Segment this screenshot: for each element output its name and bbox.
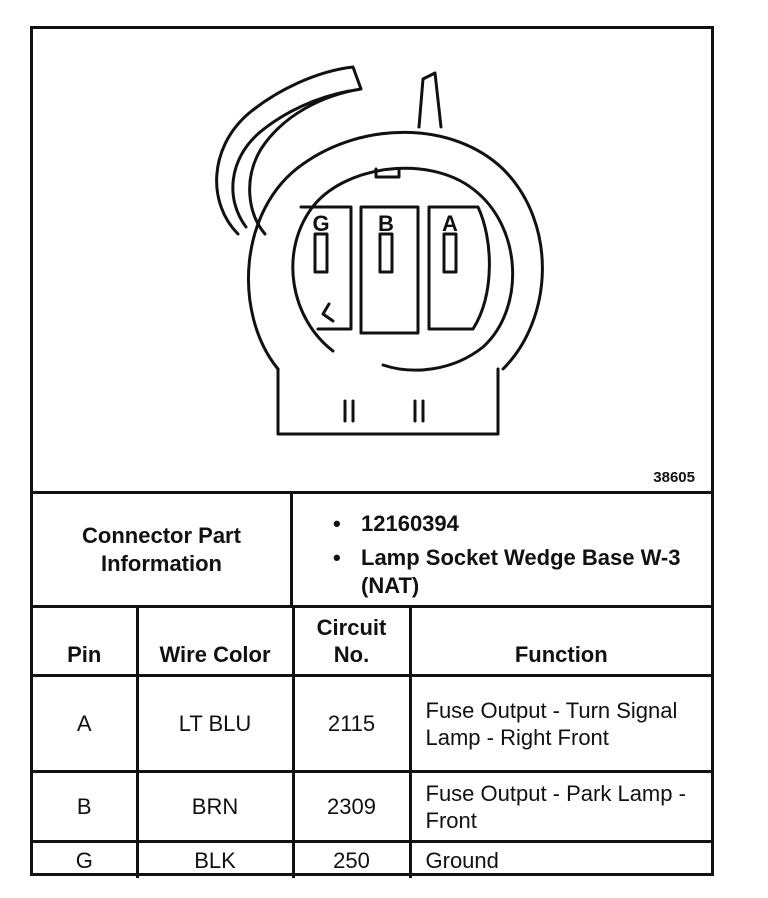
cavity-g (299, 205, 353, 331)
header-function: Function (408, 605, 711, 677)
table-header-row: Pin Wire Color Circuit No. Function (33, 605, 711, 677)
cell-function: Fuse Output - Park Lamp - Front (408, 770, 711, 843)
top-latch (417, 71, 443, 129)
keyway-left (321, 302, 335, 323)
cavity-b (359, 205, 420, 335)
locking-hook-inner (231, 89, 351, 229)
bullet-icon: • (333, 511, 341, 536)
header-circuit-no: Circuit No. (291, 605, 412, 677)
connector-frame: G B A 38605 Connector Part Information •… (30, 26, 714, 878)
cell-circuit-no: 2309 (291, 770, 412, 843)
table-row: A LT BLU 2115 Fuse Output - Turn Signal … (33, 674, 711, 773)
connector-info-label: Connector Part Information (33, 494, 293, 605)
cell-pin: A (33, 674, 139, 773)
cell-wire-color: LT BLU (135, 674, 295, 773)
connector-diagram: G B A 38605 (33, 29, 711, 491)
table-row: G BLK 250 Ground (33, 840, 711, 878)
cell-function: Fuse Output - Turn Signal Lamp - Right F… (408, 674, 711, 773)
part-number: 12160394 (361, 511, 459, 536)
cell-function: Ground (408, 840, 711, 878)
cavity-a (427, 205, 491, 331)
outer-ring (246, 130, 544, 371)
header-pin: Pin (33, 605, 139, 677)
connector-info-list: • 12160394 • Lamp Socket Wedge Base W-3 … (293, 494, 711, 605)
cell-wire-color: BLK (135, 840, 295, 878)
connector-face-drawing: G B A (215, 65, 544, 436)
connector-info-item: • Lamp Socket Wedge Base W-3 (NAT) (333, 544, 711, 600)
pin-label-g: G (312, 211, 329, 236)
keyway-top (374, 167, 401, 179)
table-row: B BRN 2309 Fuse Output - Park Lamp - Fro… (33, 770, 711, 843)
figure-number: 38605 (653, 469, 695, 486)
cell-pin: G (33, 840, 139, 878)
connector-info-item: • 12160394 (333, 510, 711, 538)
inner-ring (291, 166, 515, 372)
part-description: Lamp Socket Wedge Base W-3 (NAT) (361, 545, 681, 598)
socket-body (276, 367, 500, 436)
cell-circuit-no: 2115 (291, 674, 412, 773)
header-wire-color: Wire Color (135, 605, 295, 677)
pin-table: Pin Wire Color Circuit No. Function A LT… (33, 605, 711, 878)
cell-wire-color: BRN (135, 770, 295, 843)
terminal-a (442, 232, 458, 274)
cell-pin: B (33, 770, 139, 843)
locking-hook (215, 65, 363, 236)
terminal-b (378, 232, 394, 274)
terminal-g (313, 232, 329, 274)
cell-circuit-no: 250 (291, 840, 412, 878)
bullet-icon: • (333, 545, 341, 570)
pin-label-b: B (378, 211, 394, 236)
connector-part-info: Connector Part Information • 12160394 • … (33, 491, 711, 605)
pin-label-a: A (442, 211, 458, 236)
